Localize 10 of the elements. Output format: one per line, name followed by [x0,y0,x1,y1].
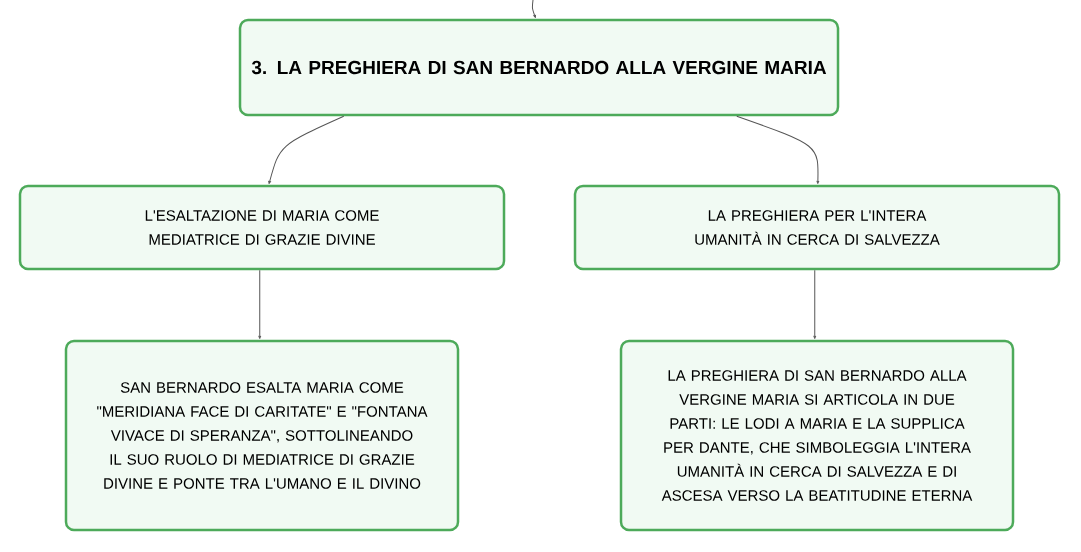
arrow [268,115,345,185]
subtopic-box: L'ESALTAZIONE DI MARIA COME MEDIATRICE DI GRAZIE DIVINE [18,184,506,271]
description-box: LA PREGHIERA DI SAN BERNARDO ALLA VERGINE MARIA SI ARTICOLA IN DUE PARTI: LE LODI A MARIA E LA SUPPLICA PER DANTE, CHE SIMBOLEGGIA L'INTERA UMANITÀ IN CERCA DI SALVEZZA E DI ASCESA VERSO LA BEATITUDINE ETERNA [619,339,1015,532]
arrow [531,0,536,19]
description-box: SAN BERNARDO ESALTA MARIA COME "MERIDIANA FACE DI CARITATE" E "FONTANA VIVACE DI SPERANZA", SOTTOLINEANDO IL SUO RUOLO DI MEDIATRICE DI GRAZIE DIVINE E PONTE TRA L'UMANO E IL DIVINO [64,339,460,532]
topic-box: 3. LA PREGHIERA DI SAN BERNARDO ALLA VERGINE MARIA [238,18,840,117]
arrow [736,115,820,185]
arrow [813,269,817,340]
arrow [258,269,262,340]
subtopic-box: LA PREGHIERA PER L'INTERA UMANITÀ IN CERCA DI SALVEZZA [573,184,1061,271]
